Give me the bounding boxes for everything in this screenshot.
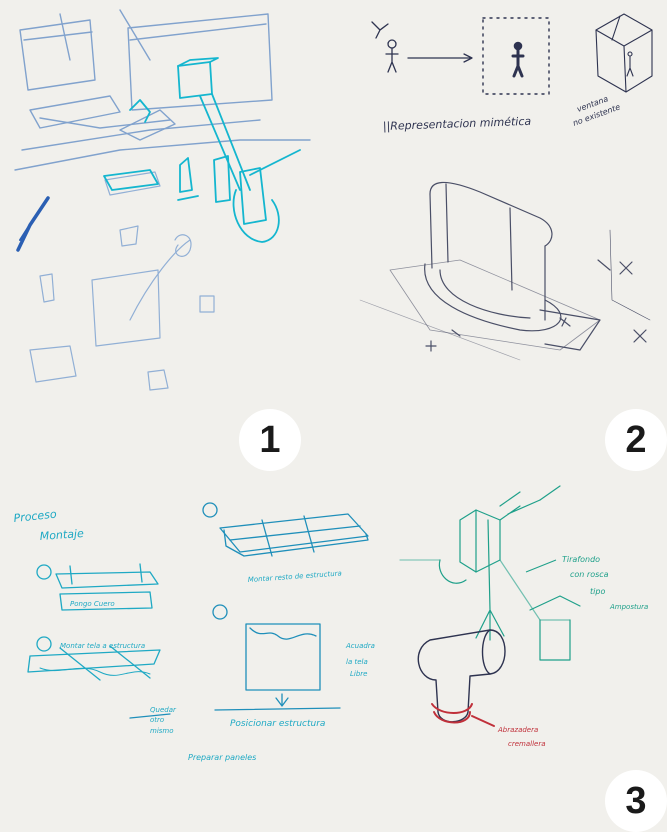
cube-window-sketch bbox=[596, 14, 652, 92]
right-label-3: tipo bbox=[590, 587, 605, 596]
red-label-2: cremallera bbox=[508, 740, 546, 748]
sketch-2-mimetic-representation bbox=[360, 14, 652, 360]
floor-edge-stroke bbox=[18, 198, 48, 250]
title-line-2: Montaje bbox=[39, 527, 84, 543]
step-4-right-line-3: Libre bbox=[350, 670, 367, 678]
mount-assembly-sketch bbox=[400, 486, 580, 660]
step-3-sketch bbox=[203, 503, 368, 556]
step-1-box-label: Pongo Cuero bbox=[70, 600, 115, 608]
left-note-3: mismo bbox=[150, 727, 174, 735]
badge-2: 2 bbox=[605, 409, 667, 471]
right-label-1: Tirafondo bbox=[562, 555, 600, 564]
badge-1: 1 bbox=[239, 409, 301, 471]
red-clamp-highlight bbox=[432, 704, 494, 726]
cyan-highlight-elements bbox=[104, 58, 300, 242]
curved-enclosure-sketch bbox=[360, 182, 650, 360]
mount-texts: Tirafondo con rosca tipo Ampostura bbox=[526, 555, 648, 611]
figure-in-frame bbox=[513, 43, 523, 77]
right-label-2: con rosca bbox=[570, 570, 609, 579]
red-texts: Abrazadera cremallera bbox=[497, 726, 546, 748]
observer-figure bbox=[372, 22, 398, 72]
wall-panels-sketch bbox=[15, 10, 310, 170]
step-4-right-line-1: Acuadra bbox=[345, 642, 375, 650]
red-label-1: Abrazadera bbox=[497, 726, 538, 734]
mimetic-caption: ||Representacion mimética bbox=[383, 115, 532, 133]
left-note-1: Quedar bbox=[150, 706, 177, 714]
title-line-1: Proceso bbox=[13, 508, 58, 525]
floor-objects-sketch bbox=[30, 172, 214, 390]
step-3-label: Montar resto de estructura bbox=[248, 569, 343, 584]
badge-3: 3 bbox=[605, 770, 667, 832]
prepare-panels-label: Preparar paneles bbox=[188, 753, 256, 762]
step-2-label: Montar tela a estructura bbox=[60, 642, 145, 650]
clamp-cylinder-sketch bbox=[418, 630, 505, 722]
right-label-4: Ampostura bbox=[609, 603, 648, 611]
left-note-2: otro bbox=[150, 716, 164, 724]
sketch-1-room-perspective bbox=[15, 10, 310, 390]
step-4-sketch bbox=[130, 605, 340, 718]
step-4-right-line-2: la tela bbox=[346, 658, 368, 666]
position-structure-label: Posicionar estructura bbox=[230, 719, 325, 729]
